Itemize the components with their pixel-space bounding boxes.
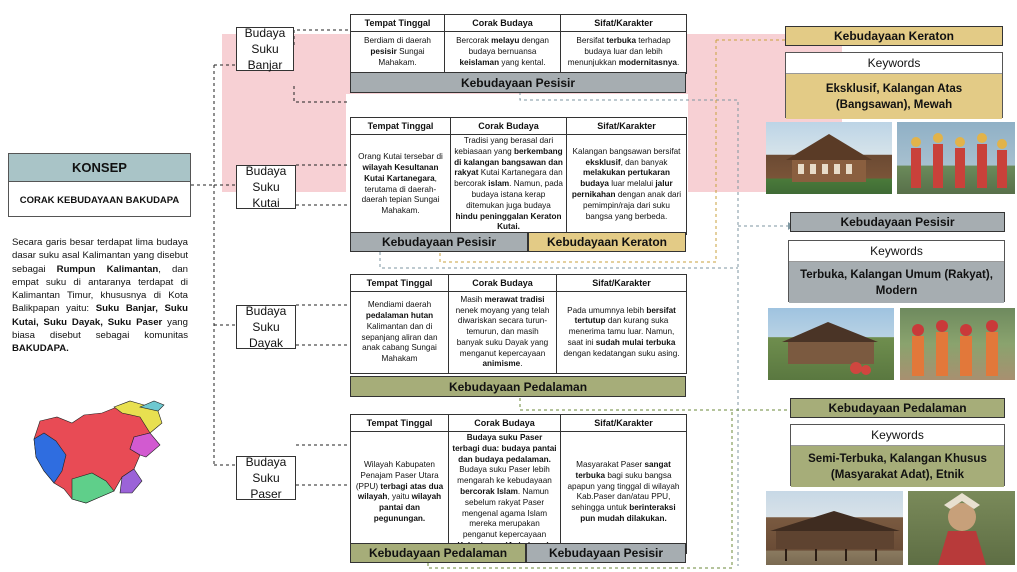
header-tempat: Tempat Tinggal [350,14,445,32]
keraton-dancers-photo [897,122,1015,194]
header-sifat: Sifat/Karakter [560,14,687,32]
kutai-sifat: Kalangan bangsawan bersifat eksklusif, d… [566,133,687,236]
right-keraton-keywords: Keywords Eksklusif, Kalangan Atas (Bangs… [785,52,1003,119]
keywords-label: Keywords [786,53,1002,74]
suku-banjar-label: Budaya Suku Banjar [236,26,294,72]
suku-kutai-label: Budaya Suku Kutai [236,164,296,210]
pesisir-dancers-photo [900,308,1015,380]
dayak-bar-pedalaman: Kebudayaan Pedalaman [350,376,686,397]
pedalaman-longhouse-photo [766,491,903,565]
kutai-bar-keraton: Kebudayaan Keraton [528,232,686,252]
right-pesisir-keywords: Keywords Terbuka, Kalangan Umum (Rakyat)… [788,240,1005,303]
banjar-bar-pesisir: Kebudayaan Pesisir [350,72,686,93]
right-pedalaman-title: Kebudayaan Pedalaman [790,398,1005,418]
konsep-subtitle: CORAK KEBUDAYAAN BAKUDAPA [19,194,180,206]
keywords-label: Keywords [789,241,1004,262]
keywords-text: Eksklusif, Kalangan Atas (Bangsawan), Me… [786,74,1002,119]
header-sifat: Sifat/Karakter [560,414,687,432]
header-tempat: Tempat Tinggal [350,414,449,432]
intro-paragraph: Secara garis besar terdapat lima budaya … [12,237,188,355]
paser-bar-pedalaman: Kebudayaan Pedalaman [350,543,526,563]
header-corak: Corak Budaya [448,414,561,432]
header-corak: Corak Budaya [444,14,561,32]
kutai-bar-pesisir: Kebudayaan Pesisir [350,232,528,252]
paser-corak: Budaya suku Paser terbagi dua: budaya pa… [448,431,561,554]
right-keraton-title: Kebudayaan Keraton [785,26,1003,46]
paser-tempat: Wilayah Kabupaten Penajam Paser Utara (P… [350,431,449,554]
dayak-corak: Masih merawat tradisi nenek moyang yang … [448,291,557,374]
keywords-text: Semi-Terbuka, Kalangan Khusus (Masyaraka… [791,446,1004,487]
dayak-tempat: Mendiami daerah pedalaman hutan Kalimant… [350,291,449,374]
paser-bar-pesisir: Kebudayaan Pesisir [526,543,686,563]
konsep-box: KONSEP CORAK KEBUDAYAAN BAKUDAPA [8,153,191,217]
right-pesisir-title: Kebudayaan Pesisir [790,212,1005,232]
header-sifat: Sifat/Karakter [566,117,687,135]
header-sifat: Sifat/Karakter [556,274,687,292]
pedalaman-dancer-photo [908,491,1015,565]
suku-paser-label: Budaya Suku Paser [236,455,296,501]
pesisir-house-photo [768,308,894,380]
kutai-corak: Tradisi yang berasal dari kebiasaan yang… [450,133,567,236]
keraton-building-photo [766,122,892,194]
suku-dayak-label: Budaya Suku Dayak [236,304,296,350]
keywords-text: Terbuka, Kalangan Umum (Rakyat), Modern [789,262,1004,303]
right-pedalaman-keywords: Keywords Semi-Terbuka, Kalangan Khusus (… [790,424,1005,487]
banjar-corak: Bercorak melayu dengan budaya bernuansa … [444,31,561,74]
konsep-title: KONSEP [9,154,190,182]
dayak-sifat: Pada umumnya lebih bersifat tertutup dan… [556,291,687,374]
header-corak: Corak Budaya [448,274,557,292]
kutai-tempat: Orang Kutai tersebar di wilayah Kesultan… [350,133,451,236]
header-corak: Corak Budaya [450,117,567,135]
paser-sifat: Masyarakat Paser sangat terbuka bagi suk… [560,431,687,554]
banjar-sifat: Bersifat terbuka terhadap budaya luar da… [560,31,687,74]
kalimantan-map [33,400,165,504]
keywords-label: Keywords [791,425,1004,446]
header-tempat: Tempat Tinggal [350,274,449,292]
banjar-tempat: Berdiam di daerah pesisir Sungai Mahakam… [350,31,445,74]
header-tempat: Tempat Tinggal [350,117,451,135]
